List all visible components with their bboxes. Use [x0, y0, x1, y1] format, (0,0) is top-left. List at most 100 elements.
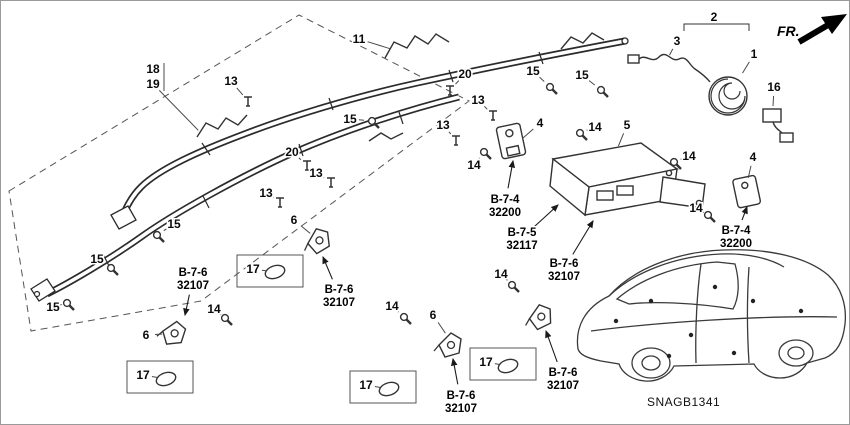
bolt-icon: [575, 128, 585, 138]
part-ref-label[interactable]: B-7-6: [548, 257, 580, 272]
leader-line: [298, 157, 302, 161]
callout-number: 6: [143, 328, 150, 342]
bolt-icon: [220, 313, 230, 323]
callout-number: 15: [46, 300, 60, 314]
callout-number: 3: [674, 34, 681, 48]
leader-line: [742, 61, 750, 74]
part-ref-label[interactable]: 32107: [547, 270, 582, 285]
curtain-airbag-upper: [110, 37, 629, 230]
part-ref-label[interactable]: 32117: [505, 239, 539, 254]
leader-line: [358, 119, 365, 121]
callout-number: 17: [246, 262, 260, 276]
leader-line: [455, 80, 460, 85]
front-impact-sensor: [732, 174, 762, 209]
callout-number: 20: [285, 145, 299, 159]
callout-number: 13: [259, 186, 273, 200]
part-ref-label[interactable]: B-7-6: [445, 389, 477, 404]
leader-line: [617, 133, 625, 147]
grommet-icon: [378, 381, 400, 397]
part-ref-arrow: [507, 159, 516, 189]
part-ref-arrow: [322, 255, 333, 280]
leader-line: [539, 76, 545, 82]
callout-number: 14: [385, 299, 399, 313]
part-ref-label[interactable]: B-7-6: [177, 266, 209, 281]
leader-line: [747, 165, 752, 179]
part-ref-label[interactable]: 32107: [176, 279, 211, 294]
leader-line: [522, 128, 534, 139]
callout-number: 14: [494, 267, 508, 281]
leader-line: [437, 322, 446, 334]
leader-line: [588, 80, 596, 86]
part-ref-label[interactable]: 32107: [546, 379, 581, 394]
part-ref-label[interactable]: B-7-6: [547, 366, 579, 381]
part-ref-label[interactable]: B-7-5: [506, 226, 538, 241]
bolt-icon: [367, 116, 377, 126]
clip-icon: [303, 160, 311, 171]
callout-number: 18: [146, 62, 160, 76]
bolt-icon: [596, 85, 606, 95]
bolt-icon: [545, 82, 555, 92]
bolt-icon: [399, 312, 409, 322]
part-ref-label[interactable]: 32107: [322, 296, 357, 311]
part-ref-label[interactable]: 32107: [444, 402, 479, 417]
callout-number: 14: [689, 201, 703, 215]
callout-number: 4: [750, 150, 757, 164]
callout-number: 20: [458, 67, 472, 81]
side-impact-sensor: [155, 317, 188, 348]
clip-icon: [452, 135, 460, 146]
leader-line: [158, 90, 199, 131]
bolt-icon: [703, 210, 713, 220]
leader-line: [236, 87, 244, 96]
leader-line: [772, 95, 775, 107]
part-ref-label[interactable]: 32200: [719, 237, 754, 252]
bolt-icon: [152, 230, 162, 240]
front-impact-sensor: [495, 122, 527, 160]
curtain-airbag-lower: [30, 97, 459, 302]
callout-number: 6: [291, 213, 298, 227]
callout-number: 2: [711, 10, 718, 24]
callout-number: 1: [751, 47, 758, 61]
fr-arrow-icon: [797, 14, 847, 45]
callout-number: 17: [136, 368, 150, 382]
callout-number: 14: [467, 158, 481, 172]
callout-number: 13: [436, 118, 450, 132]
grommet-icon: [497, 358, 519, 374]
part-ref-arrow: [534, 204, 559, 227]
callout-number: 5: [624, 118, 631, 132]
callout-number: 15: [343, 112, 357, 126]
part-ref-arrow: [572, 220, 594, 255]
bolt-icon: [62, 298, 72, 308]
part-ref-arrow: [741, 205, 748, 221]
part-ref-label[interactable]: B-7-6: [323, 283, 355, 298]
part-ref-label[interactable]: 32200: [488, 206, 523, 221]
leader-line: [484, 106, 488, 110]
diagram-code: SNAGB1341: [647, 395, 721, 409]
grommet-icon: [264, 264, 286, 280]
callout-number: 15: [167, 217, 181, 231]
leader-line: [163, 228, 167, 232]
part-ref-label[interactable]: B-7-4: [489, 193, 521, 208]
clip-icon: [276, 197, 284, 208]
dashed-region: [8, 14, 470, 332]
mounting-brackets: [196, 32, 605, 142]
side-impact-sensor: [521, 302, 554, 333]
bolt-icon: [479, 147, 489, 157]
leader-line: [700, 210, 705, 213]
callout-number: 14: [207, 302, 221, 316]
bolt-icon: [507, 280, 517, 290]
callout-number: 13: [471, 93, 485, 107]
srs-unit: [549, 142, 706, 217]
part-ref-label[interactable]: B-7-4: [720, 224, 752, 239]
clip-icon: [446, 85, 454, 96]
leader-line: [300, 225, 311, 234]
grommet-icon: [155, 371, 177, 387]
cable-reel: [627, 23, 794, 143]
leader-line: [218, 312, 222, 316]
callout-number: 13: [224, 74, 238, 88]
part-ref-arrow: [183, 294, 190, 317]
bolt-icon: [106, 263, 116, 273]
static-art: [8, 14, 847, 404]
